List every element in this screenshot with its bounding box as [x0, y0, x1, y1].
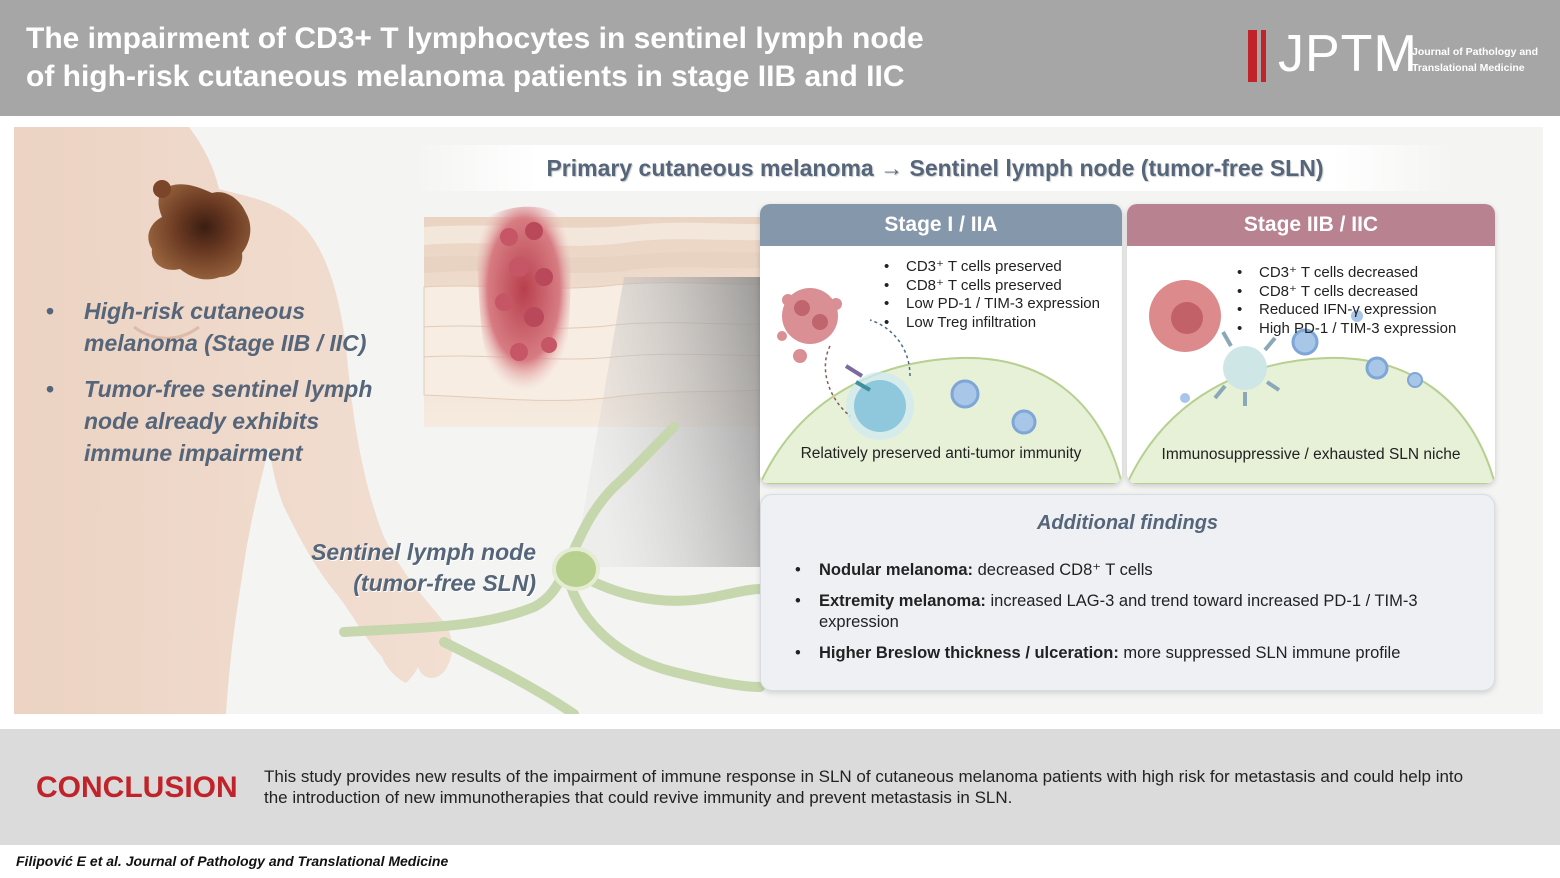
flow-label: Primary cutaneous melanoma → Sentinel ly… [546, 155, 1324, 181]
exhausted-t-cell-icon [1223, 346, 1267, 390]
findings-list: Nodular melanoma: decreased CD8⁺ T cells… [795, 560, 1445, 674]
conclusion-label: CONCLUSION [36, 771, 238, 804]
sln-label: Sentinel lymph node (tumor-free SLN) [311, 539, 536, 596]
stage-late-card: Stage IIB / IIC CD3⁺ T cells decreased C… [1127, 204, 1495, 484]
finding-item: Nodular melanoma: decreased CD8⁺ T cells [795, 560, 1445, 581]
additional-findings-box: Additional findings Nodular melanoma: de… [760, 494, 1495, 691]
conclusion-bar: CONCLUSION This study provides new resul… [0, 729, 1560, 845]
logo-bars-icon [1248, 30, 1272, 82]
page-title: The impairment of CD3+ T lymphocytes in … [26, 20, 1026, 96]
sentinel-node-icon [552, 547, 600, 591]
key-point: High-risk cutaneous melanoma (Stage IIB … [42, 295, 382, 359]
tumor-cell-icon [1149, 280, 1221, 352]
title-line-2: of high-risk cutaneous melanoma patients… [26, 60, 905, 93]
tumor-cell-icon [777, 288, 842, 363]
journal-logo: JPTM Journal of Pathology and Translatio… [1248, 25, 1548, 86]
stage-late-list: CD3⁺ T cells decreased CD8⁺ T cells decr… [1237, 264, 1456, 338]
key-point: Tumor-free sentinel lymph node already e… [42, 373, 382, 469]
findings-title: Additional findings [1036, 512, 1219, 534]
finding-item: Higher Breslow thickness / ulceration: m… [795, 643, 1445, 664]
stage-early-title: Stage I / IIA [760, 204, 1122, 246]
finding-item: Extremity melanoma: increased LAG-3 and … [795, 591, 1445, 633]
flow-banner: Primary cutaneous melanoma → Sentinel ly… [412, 145, 1458, 191]
preserved-immunity-illustration [760, 288, 1122, 484]
citation: Filipović E et al. Journal of Pathology … [16, 853, 449, 869]
conclusion-text: This study provides new results of the i… [264, 767, 1464, 807]
tumor-mass-icon [476, 206, 571, 392]
stage-late-caption: Immunosuppressive / exhausted SLN niche [1161, 446, 1461, 463]
stage-late-title: Stage IIB / IIC [1127, 204, 1495, 246]
logo-wordmark: JPTM [1278, 25, 1418, 83]
header-banner: The impairment of CD3+ T lymphocytes in … [0, 0, 1560, 116]
stage-early-list: CD3⁺ T cells preserved CD8⁺ T cells pres… [884, 258, 1100, 332]
title-line-1: The impairment of CD3+ T lymphocytes in … [26, 22, 924, 55]
magnify-cone [574, 277, 760, 567]
melanoma-lesion-icon [148, 184, 251, 280]
stage-early-card: Stage I / IIA CD3⁺ T cells preserved CD8… [760, 204, 1122, 484]
key-points: High-risk cutaneous melanoma (Stage IIB … [42, 295, 382, 483]
lymphatic-vessels [339, 422, 765, 714]
stage-early-caption: Relatively preserved anti-tumor immunity [800, 445, 1082, 462]
illustration-panel: Primary cutaneous melanoma → Sentinel ly… [14, 127, 1543, 714]
logo-subtitle: Journal of Pathology and Translational M… [1412, 46, 1539, 74]
